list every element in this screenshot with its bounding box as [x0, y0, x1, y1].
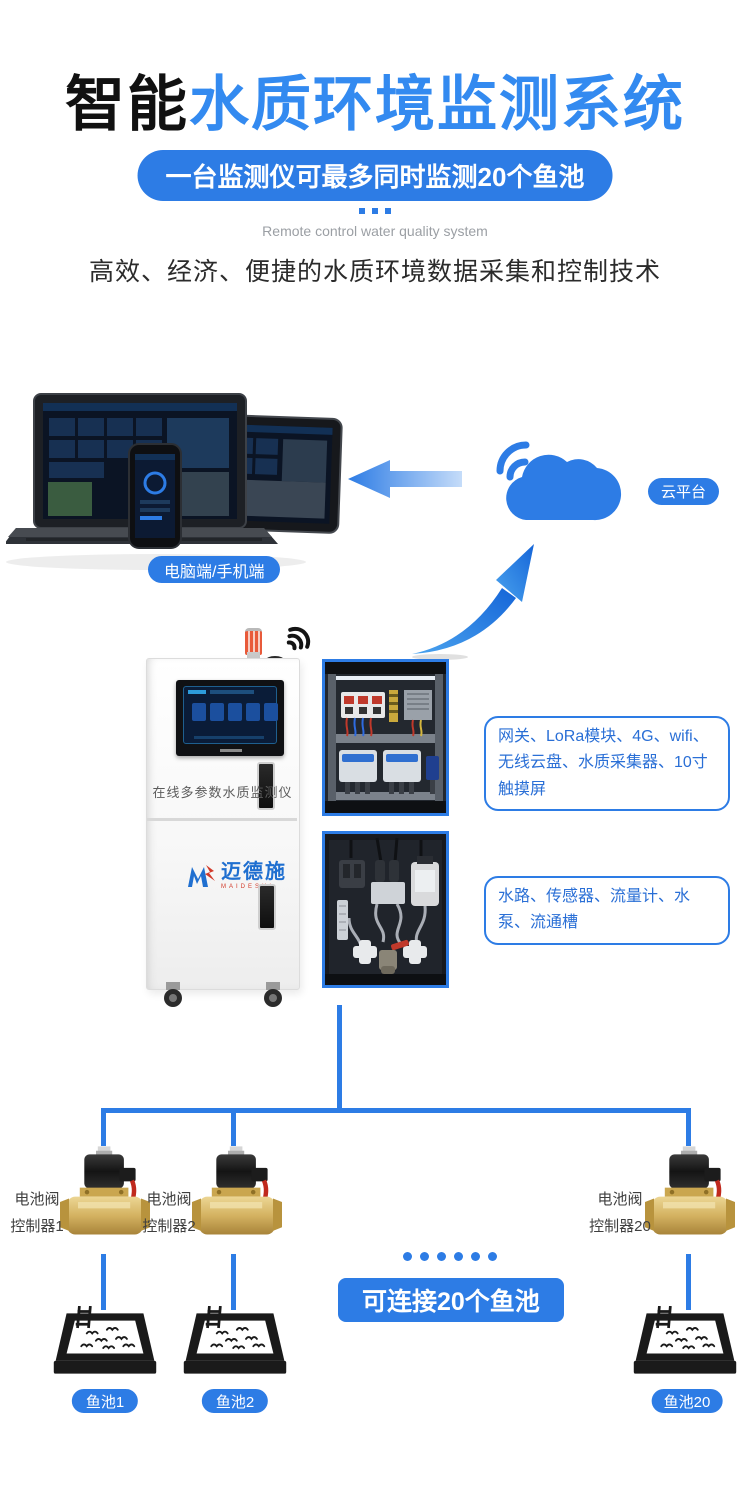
callout-communication: 网关、LoRa模块、4G、wifi、无线云盘、水质采集器、10寸触摸屏: [484, 716, 730, 812]
valve-1-image: [60, 1146, 150, 1250]
connector-bus: [101, 1108, 691, 1113]
page-title-blue: 水质环境监测系统: [189, 71, 685, 138]
sample-window-upper: [257, 762, 275, 810]
header-dots-icon: [359, 208, 391, 214]
connector-drop-20: [686, 1110, 691, 1146]
cabinet-seam: [147, 818, 297, 821]
cloud-platform-icon: [496, 441, 622, 521]
connector-trunk: [337, 1005, 342, 1111]
photo-electrical-compartment: [322, 659, 449, 816]
header-banner: 一台监测仪可最多同时监测20个鱼池: [137, 150, 613, 201]
pond-20-label: 鱼池20: [651, 1389, 723, 1413]
ellipsis-dots-icon: [403, 1252, 497, 1261]
subtitle: 高效、经济、便捷的水质环境数据采集和控制技术: [88, 258, 661, 286]
valve-20-image: [645, 1146, 735, 1250]
photo-hydraulic-compartment: [322, 831, 449, 988]
pond-2-label: 鱼池2: [201, 1389, 269, 1413]
pond-drop-1: [101, 1254, 106, 1310]
brand-logo: 迈德施 MAIDESHI: [186, 862, 287, 890]
phone-image: [128, 443, 182, 549]
beacon-base: [247, 652, 260, 658]
clients-devices-image: [6, 393, 343, 570]
valve-2-label: 电池阀控制器2: [142, 1191, 196, 1235]
connect-banner: 可连接20个鱼池: [338, 1278, 564, 1322]
pond-2-image: [180, 1306, 290, 1381]
valve-1-label: 电池阀控制器1: [10, 1191, 64, 1235]
arrow-up-curved-icon: [412, 544, 534, 660]
arrow-left-icon: [348, 460, 462, 498]
subtitle-english: Remote control water quality system: [262, 223, 488, 239]
casters: [164, 982, 282, 1007]
connector-drop-1: [101, 1110, 106, 1146]
sample-window-lower: [258, 884, 276, 930]
device-label: 在线多参数水质监测仪: [152, 785, 293, 800]
callout-waterpath-text: 水路、传感器、流量计、水泵、流通槽: [498, 888, 691, 932]
beacon-light: [245, 628, 262, 655]
pond-20-image: [630, 1306, 740, 1381]
callout-communication-text: 网关、LoRa模块、4G、wifi、无线云盘、水质采集器、10寸触摸屏: [498, 728, 709, 798]
pond-drop-2: [231, 1254, 236, 1310]
pond-1-label: 鱼池1: [71, 1389, 139, 1413]
device-screen: [176, 680, 284, 756]
cloud-label: 云平台: [648, 478, 720, 505]
brand-name: 迈德施: [221, 861, 287, 883]
valve-20-label: 电池阀控制器20: [589, 1191, 651, 1235]
clients-label: 电脑端/手机端: [148, 556, 281, 583]
device-wifi-icon: [286, 626, 311, 651]
page-title-black: 智能: [65, 71, 189, 138]
valve-2-image: [192, 1146, 282, 1250]
wifi-signal-icon: [496, 441, 530, 481]
page-title: 智能水质环境监测系统: [0, 56, 750, 143]
callout-waterpath: 水路、传感器、流量计、水泵、流通槽: [484, 876, 730, 945]
pond-1-image: [50, 1306, 160, 1381]
pond-drop-20: [686, 1254, 691, 1310]
connector-drop-2: [231, 1110, 236, 1146]
brand-subtext: MAIDESHI: [221, 884, 275, 890]
brand-mark-icon: [188, 865, 215, 887]
